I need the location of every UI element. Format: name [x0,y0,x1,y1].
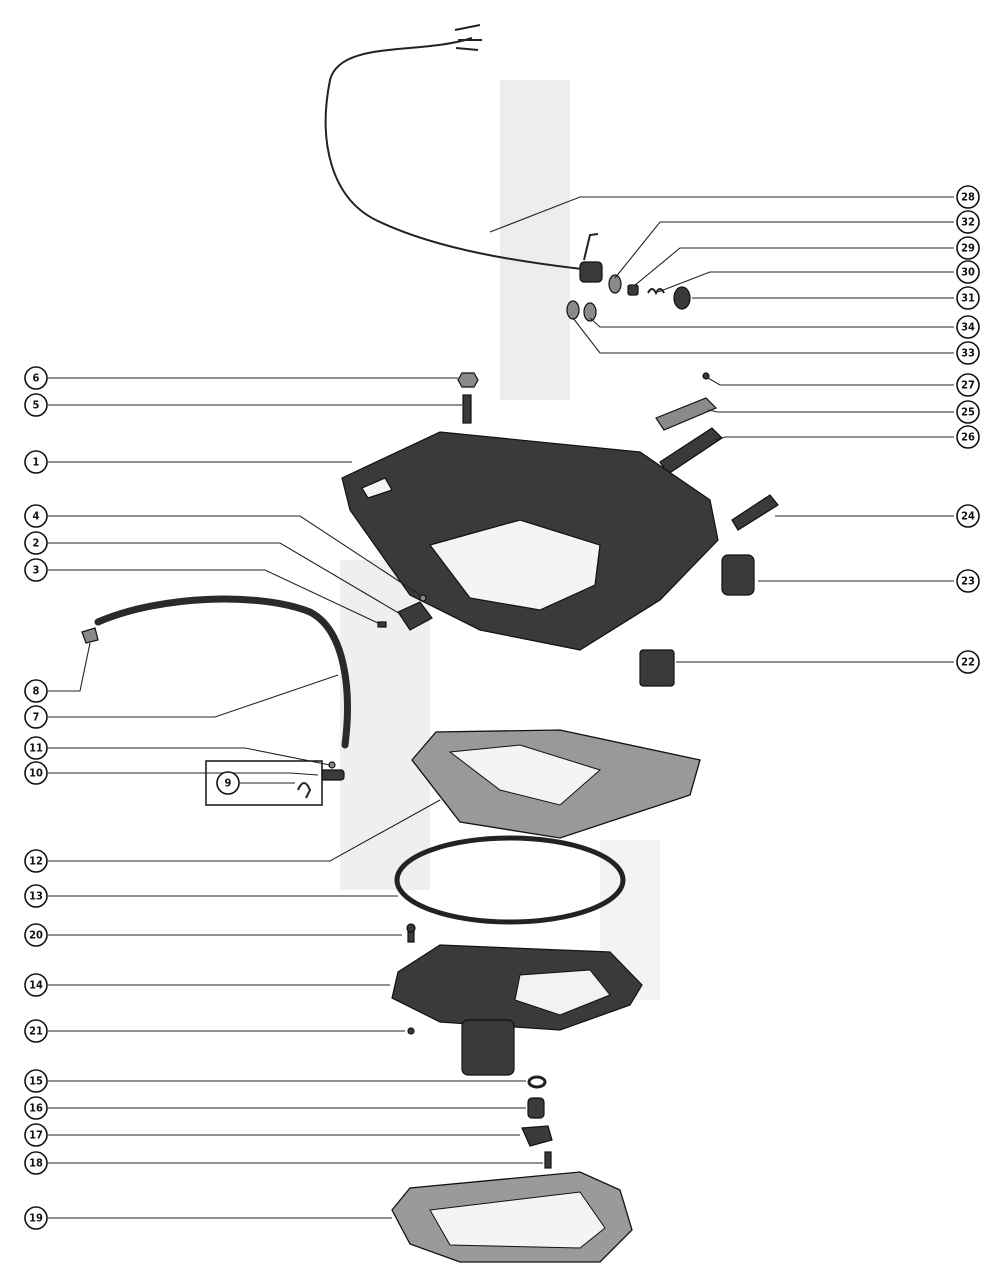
callout-32: 32 [956,210,980,234]
svg-text:20: 20 [29,929,43,942]
callout-31: 31 [956,286,980,310]
bottom-gasket-part [391,1171,633,1263]
grommet-parts [639,554,755,687]
callout-30: 30 [956,260,980,284]
callout-12: 12 [24,849,48,873]
svg-text:31: 31 [961,292,975,305]
svg-text:17: 17 [29,1129,43,1142]
callout-28: 28 [956,185,980,209]
svg-text:12: 12 [29,855,43,868]
svg-text:19: 19 [29,1212,43,1225]
svg-text:5: 5 [33,399,40,412]
svg-text:10: 10 [29,767,43,780]
leader-lines [48,196,954,1219]
svg-text:4: 4 [33,510,40,523]
svg-text:23: 23 [961,575,975,588]
callout-17: 17 [24,1123,48,1147]
callout-7: 7 [24,705,48,729]
callout-16: 16 [24,1096,48,1120]
callout-21: 21 [24,1019,48,1043]
svg-text:32: 32 [961,216,975,229]
callout-24: 24 [956,504,980,528]
svg-text:8: 8 [33,685,40,698]
svg-text:28: 28 [961,191,975,204]
callout-1: 1 [24,450,48,474]
o-ring-part [394,835,626,925]
adapter-plate-part [391,944,643,1076]
callout-11: 11 [24,736,48,760]
callout-19: 19 [24,1206,48,1230]
svg-text:6: 6 [33,372,40,385]
svg-text:27: 27 [961,379,975,392]
wire-harness-part [324,24,603,283]
callout-25: 25 [956,400,980,424]
svg-text:16: 16 [29,1102,43,1115]
callout-34: 34 [956,315,980,339]
svg-text:30: 30 [961,266,975,279]
svg-text:18: 18 [29,1157,43,1170]
callout-29: 29 [956,236,980,260]
callout-5: 5 [24,393,48,417]
callout-4: 4 [24,504,48,528]
callout-23: 23 [956,569,980,593]
svg-text:33: 33 [961,347,975,360]
bracket-parts [655,372,779,531]
svg-text:1: 1 [33,456,40,469]
callout-27: 27 [956,373,980,397]
hose-and-fitting-parts [81,595,351,749]
svg-text:9: 9 [225,777,232,790]
callout-8: 8 [24,679,48,703]
callout-2: 2 [24,531,48,555]
callout-18: 18 [24,1151,48,1175]
plate-and-screw-parts [377,594,433,631]
svg-text:2: 2 [33,537,40,550]
svg-text:26: 26 [961,431,975,444]
callout-33: 33 [956,341,980,365]
callout-6: 6 [24,366,48,390]
svg-text:21: 21 [29,1025,43,1038]
callout-10: 10 [24,761,48,785]
svg-text:3: 3 [33,564,40,577]
fastener-part-21 [407,1027,415,1035]
svg-text:11: 11 [29,742,43,755]
connector-small-parts [566,274,691,322]
screw-part-20 [406,923,416,943]
callout-20: 20 [24,923,48,947]
svg-text:22: 22 [961,656,975,669]
svg-text:14: 14 [29,979,43,992]
gasket-part [411,729,701,839]
nut-and-stud-parts [457,372,479,424]
callout-3: 3 [24,558,48,582]
svg-text:24: 24 [961,510,975,523]
callout-26: 26 [956,425,980,449]
callout-9: 9 [216,771,240,795]
svg-text:25: 25 [961,406,975,419]
callout-14: 14 [24,973,48,997]
callout-15: 15 [24,1069,48,1093]
callout-13: 13 [24,884,48,908]
svg-text:7: 7 [33,711,40,724]
lower-cowl-housing-part [341,431,719,651]
svg-text:15: 15 [29,1075,43,1088]
callout-22: 22 [956,650,980,674]
svg-text:13: 13 [29,890,43,903]
svg-text:29: 29 [961,242,975,255]
seal-bushing-parts [521,1075,553,1169]
svg-text:34: 34 [961,321,975,334]
